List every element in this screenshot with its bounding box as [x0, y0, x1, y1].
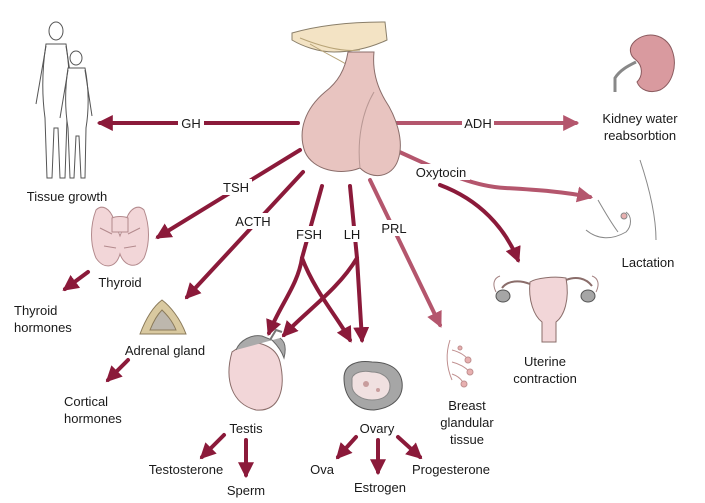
hormone-labels: GH ADH TSH ACTH FSH LH PRL Oxytocin	[178, 115, 494, 242]
testis-label: Testis	[229, 421, 263, 436]
thyroid-hormones-arrow	[62, 270, 90, 291]
lh-arrow-to-testis	[281, 256, 359, 338]
acth-label: ACTH	[235, 214, 270, 229]
breast-tissue-label-line1: Breast	[448, 398, 486, 413]
breast-tissue-label-line2: glandular	[440, 415, 494, 430]
breast-tissue-icon	[446, 339, 474, 388]
prl-arrow	[368, 178, 442, 328]
fsh-arrow-to-ovary	[300, 256, 352, 343]
thyroid-hormones-label-line1: Thyroid	[14, 303, 57, 318]
testosterone-label: Testosterone	[149, 462, 223, 477]
breast-tissue-label-line3: tissue	[450, 432, 484, 447]
human-figures-icon	[35, 21, 93, 179]
kidney-label-line1: Kidney water	[602, 111, 678, 126]
adrenal-gland-label: Adrenal gland	[125, 343, 205, 358]
adh-label: ADH	[464, 116, 491, 131]
ovary-icon	[343, 361, 403, 411]
uterine-contraction-label-line2: contraction	[513, 371, 577, 386]
testis-icon	[228, 328, 286, 411]
lactation-label: Lactation	[622, 255, 675, 270]
pituitary-gland	[291, 21, 401, 176]
thyroid-icon	[91, 206, 149, 267]
oxytocin-arrow-to-uterus	[438, 183, 521, 263]
testosterone-arrow	[199, 433, 226, 460]
tissue-growth-label: Tissue growth	[27, 189, 107, 204]
progesterone-arrow	[396, 435, 423, 460]
oxytocin-label: Oxytocin	[416, 165, 467, 180]
tsh-label: TSH	[223, 180, 249, 195]
uterine-contraction-label-line1: Uterine	[524, 354, 566, 369]
cortical-hormones-arrow	[105, 358, 130, 383]
thyroid-hormones-label-line2: hormones	[14, 320, 72, 335]
ova-arrow	[335, 435, 358, 460]
kidney-icon	[613, 34, 675, 93]
progesterone-label: Progesterone	[412, 462, 490, 477]
acth-arrow	[184, 170, 305, 300]
thyroid-label: Thyroid	[98, 275, 141, 290]
ova-label: Ova	[310, 462, 335, 477]
adrenal-gland-icon	[139, 299, 187, 335]
fsh-arrow-to-testis	[266, 184, 324, 336]
lh-label: LH	[344, 227, 361, 242]
sperm-label: Sperm	[227, 483, 265, 498]
target-labels: Tissue growth Kidney water reabsorbtion …	[14, 111, 678, 498]
kidney-label-line2: reabsorbtion	[604, 128, 676, 143]
cortical-hormones-label-line1: Cortical	[64, 394, 108, 409]
uterus-icon	[493, 275, 599, 343]
gh-label: GH	[181, 116, 201, 131]
prl-label: PRL	[381, 221, 406, 236]
lactation-icon	[585, 159, 657, 241]
ovary-label: Ovary	[360, 421, 395, 436]
fsh-label: FSH	[296, 227, 322, 242]
cortical-hormones-label-line2: hormones	[64, 411, 122, 426]
hormone-arrows	[62, 115, 594, 479]
estrogen-label: Estrogen	[354, 480, 406, 495]
